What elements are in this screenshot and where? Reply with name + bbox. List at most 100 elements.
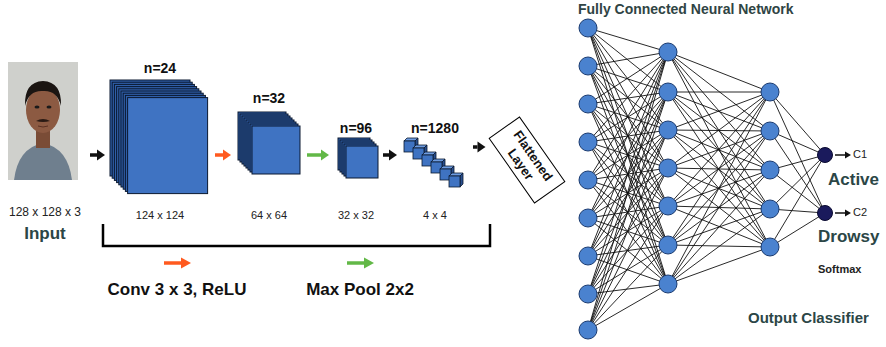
dimension-label: 4 x 4 (423, 208, 447, 222)
neuron (761, 83, 779, 101)
neuron (579, 171, 597, 189)
network-link (668, 52, 770, 92)
arrowhead (321, 150, 329, 161)
network-link (588, 52, 668, 330)
input-image: 128 x 128 x 3 Input (3, 62, 87, 244)
neuron (761, 200, 779, 218)
legend-arrow (347, 261, 365, 265)
network-link (668, 92, 770, 168)
network-link (588, 218, 668, 284)
network-link (588, 168, 668, 330)
feature-map-stack: n=12804 x 4 (400, 120, 470, 222)
feature-map-stack: n=9632 x 32 (332, 120, 380, 222)
feature-map (128, 98, 208, 194)
network-link (588, 92, 668, 330)
arrowhead (389, 150, 397, 161)
arrowhead (223, 150, 231, 161)
layer-arrow (215, 150, 231, 161)
network-link (668, 131, 770, 284)
feature-map (346, 146, 378, 178)
class-name: C2 (853, 205, 867, 219)
network-link (668, 130, 770, 170)
layer-arrow (307, 150, 329, 161)
dimension-label: 128 x 128 x 3 (9, 204, 81, 220)
neuron (579, 321, 597, 339)
neuron (579, 133, 597, 151)
neuron (761, 122, 779, 140)
dimension-label: 64 x 64 (251, 208, 287, 222)
network-link (668, 52, 770, 247)
softmax-label: Softmax (818, 262, 861, 276)
network-link (668, 92, 770, 209)
network-link (668, 130, 770, 209)
arrow-shaft (307, 153, 321, 157)
neuron (579, 57, 597, 75)
network-link (588, 130, 668, 330)
network-link (668, 52, 770, 209)
network-link (770, 92, 825, 155)
photo-shirt (14, 143, 72, 180)
arrow-shaft (215, 153, 223, 157)
network-link (668, 92, 770, 245)
network-link (770, 213, 825, 247)
legend-sample (345, 256, 375, 270)
channel-count: n=24 (144, 60, 176, 77)
network-link (588, 245, 668, 330)
neuron (659, 236, 677, 254)
neuron (659, 43, 677, 61)
neuron (579, 285, 597, 303)
feature-map-stack: n=3264 x 64 (234, 90, 304, 222)
network-link (588, 52, 668, 66)
channel-count: n=96 (340, 120, 372, 137)
class-label: Drowsy (818, 227, 879, 247)
legend-text: Conv 3 x 3, ReLU (108, 280, 247, 300)
input-label: Input (24, 224, 66, 244)
neuron (761, 238, 779, 256)
legend-arrow (164, 261, 182, 265)
photo-mustache (36, 119, 50, 122)
bracket (103, 224, 490, 246)
network-link (588, 66, 668, 284)
output-arrow (835, 212, 846, 214)
photo-eye (35, 105, 40, 108)
arrowhead (477, 142, 485, 153)
network-link (668, 247, 770, 284)
class-name: C1 (853, 147, 867, 161)
output-arrow (835, 154, 846, 156)
arrow-shaft (383, 153, 389, 157)
output-arrowhead (845, 152, 851, 159)
photo-background (8, 62, 78, 180)
neuron (659, 159, 677, 177)
network-link (668, 92, 770, 284)
class-label: Active (828, 170, 879, 190)
legend-item: Conv 3 x 3, ReLU (87, 256, 267, 300)
layer-arrow (90, 150, 105, 161)
network-link (588, 284, 668, 330)
network-link (588, 28, 668, 284)
network-link (588, 245, 668, 294)
flatten-box: Flattened Layer (488, 116, 565, 203)
legend-arrowhead (181, 258, 191, 269)
dimension-label: 124 x 124 (136, 208, 184, 222)
cube-front (449, 176, 460, 187)
network-link (668, 209, 770, 284)
neuron (659, 121, 677, 139)
output-neuron: C1Active (817, 147, 833, 163)
network-link (588, 28, 668, 130)
legend-arrowhead (364, 258, 374, 269)
network-link (668, 170, 770, 284)
network-link (668, 92, 770, 247)
layer-arrow (383, 150, 397, 161)
legend-item: Max Pool 2x2 (280, 256, 440, 300)
neuron (579, 19, 597, 37)
layer-arrow (473, 142, 485, 153)
flatten-label: Flattened Layer (494, 122, 560, 198)
feature-map (252, 126, 300, 174)
network-link (668, 52, 770, 170)
photo-eye (47, 105, 52, 108)
classifier-label: Output Classifier (748, 309, 869, 327)
neuron (659, 275, 677, 293)
arrow-shaft (90, 153, 97, 157)
neuron (579, 209, 597, 227)
network-heading: Fully Connected Neural Network (578, 1, 793, 18)
